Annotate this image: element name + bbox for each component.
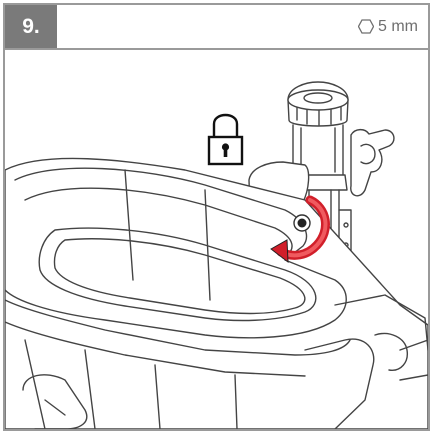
tool-spec: 5 mm [358,5,418,48]
tub-basin [5,157,428,429]
hex-key-icon [358,19,374,34]
clamp-knob [350,128,395,197]
step-number: 9. [5,5,57,48]
instruction-panel: 9. 5 mm [3,3,430,431]
tool-size: 5 mm [378,17,418,35]
rotate-arrow-icon [270,195,330,264]
step-header: 9. 5 mm [5,5,428,50]
assembly-illustration [5,81,428,429]
bolt [293,214,311,232]
padlock-locked-icon [207,113,244,166]
